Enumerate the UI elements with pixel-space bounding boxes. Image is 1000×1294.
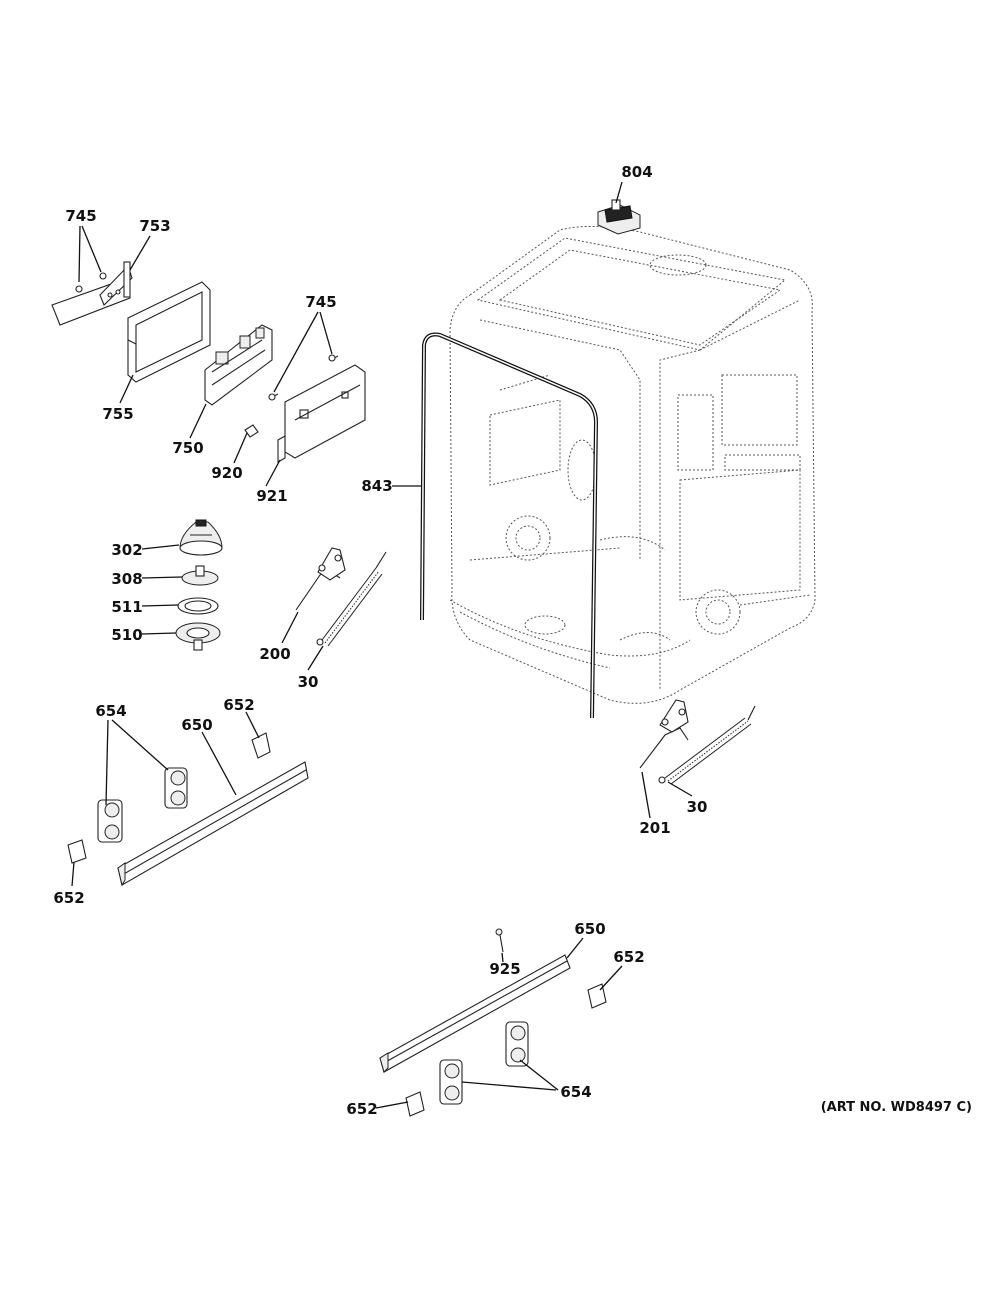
gasket-511	[177, 597, 219, 615]
clip-920	[244, 424, 259, 438]
callout-920: 920	[211, 464, 242, 482]
callout-200: 200	[259, 645, 290, 663]
rail-650-a	[117, 761, 309, 887]
callout-652-c: 652	[613, 948, 644, 966]
callout-650-a: 650	[181, 716, 212, 734]
callout-654-b: 654	[560, 1083, 591, 1101]
roller-654-b	[97, 799, 123, 843]
callout-511: 511	[111, 598, 142, 616]
hinge-arm-201	[639, 699, 689, 769]
clip-652-a	[251, 732, 271, 759]
tub-vent-part-804	[597, 199, 641, 235]
screw-925	[495, 928, 504, 953]
callout-745-b: 745	[305, 293, 336, 311]
clip-652-c	[587, 983, 607, 1009]
callout-labels: 804 745 753 745 755 750 920 921 843 302 …	[53, 163, 707, 1118]
callout-755: 755	[102, 405, 133, 423]
leader-lines	[71, 181, 693, 1109]
callout-921: 921	[256, 487, 287, 505]
clip-652-d	[405, 1091, 425, 1117]
tub-outline	[449, 225, 816, 704]
screw-745-b	[268, 354, 339, 401]
art-number: (ART NO. WD8497 C)	[821, 1100, 972, 1115]
spring-30-a	[316, 551, 387, 647]
roller-654-a	[164, 767, 188, 809]
roller-654-c	[505, 1021, 529, 1067]
spring-30-b	[658, 705, 756, 785]
callout-650-b: 650	[574, 920, 605, 938]
callout-30-a: 30	[298, 673, 319, 691]
callout-753: 753	[139, 217, 170, 235]
callout-201: 201	[639, 819, 670, 837]
door-gasket-843	[420, 332, 599, 719]
board-housing-755	[127, 281, 211, 383]
board-cover-921	[277, 364, 366, 463]
rail-650-b	[379, 954, 571, 1073]
callout-510: 510	[111, 626, 142, 644]
roller-654-d	[439, 1059, 463, 1105]
assembly-302	[179, 519, 223, 556]
callout-750: 750	[172, 439, 203, 457]
control-board-750	[204, 324, 273, 406]
callout-843: 843	[361, 477, 392, 495]
assembly-308	[181, 565, 219, 586]
hinge-arm-200	[295, 547, 346, 611]
callout-30-b: 30	[687, 798, 708, 816]
screw-745-a	[75, 272, 107, 293]
callout-652-d: 652	[346, 1100, 377, 1118]
callout-652-a: 652	[223, 696, 254, 714]
callout-302: 302	[111, 541, 142, 559]
assembly-510	[175, 622, 221, 651]
callout-745-a: 745	[65, 207, 96, 225]
clip-652-b	[67, 839, 87, 864]
mounting-bracket-753	[51, 261, 133, 326]
callout-652-b: 652	[53, 889, 84, 907]
callout-308: 308	[111, 570, 142, 588]
callout-654-a: 654	[95, 702, 126, 720]
callout-925: 925	[489, 960, 520, 978]
callout-804: 804	[621, 163, 652, 181]
